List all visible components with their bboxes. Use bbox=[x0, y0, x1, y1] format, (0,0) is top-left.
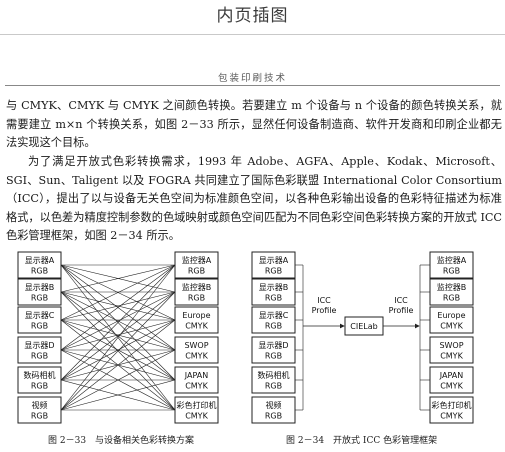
fig34-output-box-4 bbox=[429, 366, 474, 394]
fig33-link-5-2 bbox=[60, 319, 176, 411]
fig34-input-name-0: 显示器A bbox=[259, 256, 289, 265]
fig34-input-box-5 bbox=[251, 396, 296, 424]
fig33-input-box-2 bbox=[17, 306, 62, 334]
fig33-input-name-2: 显示器C bbox=[25, 311, 55, 320]
fig33-link-1-0 bbox=[60, 264, 176, 293]
fig34-output-box-3 bbox=[429, 336, 474, 364]
fig33-input-name-5: 视频 bbox=[32, 400, 48, 410]
fig34-output-name-3: SWOP bbox=[439, 341, 463, 350]
fig34-left-profile-line1: ICC bbox=[317, 296, 331, 305]
page-title: 内页插图 bbox=[216, 6, 289, 26]
fig33-input-box-0 bbox=[17, 251, 62, 279]
fig34-output-name-2: Europe bbox=[437, 311, 465, 320]
fig33-link-5-4 bbox=[60, 379, 176, 411]
fig33-output-name-5: 彩色打印机 bbox=[177, 400, 217, 410]
fig33-output-name-2: Europe bbox=[182, 311, 210, 320]
fig34-input-name-5: 视频 bbox=[266, 400, 282, 410]
fig33-input-space-5: RGB bbox=[31, 412, 48, 421]
fig33-input-space-4: RGB bbox=[31, 382, 48, 391]
fig34-input-box-1 bbox=[251, 278, 296, 306]
fig33-input-name-0: 显示器A bbox=[25, 256, 55, 265]
fig33-link-4-1 bbox=[60, 291, 176, 381]
fig34-input-space-2: RGB bbox=[265, 322, 282, 331]
title-divider bbox=[0, 34, 505, 35]
fig33-output-space-3: CMYK bbox=[185, 352, 208, 361]
fig33-output-space-1: RGB bbox=[188, 294, 205, 303]
fig33-output-name-3: SWOP bbox=[184, 341, 208, 350]
fig33-link-3-1 bbox=[60, 291, 176, 351]
fig34-input-space-5: RGB bbox=[265, 412, 282, 421]
paragraph-1: 与 CMYK、CMYK 与 CMYK 之间颜色转换。若要建立 m 个设备与 n … bbox=[6, 99, 502, 150]
fig33-input-name-4: 数码相机 bbox=[24, 370, 56, 380]
fig34-input-space-3: RGB bbox=[265, 352, 282, 361]
header-rule bbox=[5, 85, 500, 86]
fig33-input-name-3: 显示器D bbox=[24, 341, 54, 350]
fig34-caption: 图 2－34 开放式 ICC 色彩管理框架 bbox=[286, 434, 437, 446]
fig34-input-box-0 bbox=[251, 251, 296, 279]
fig34-right-profile-line2: Profile bbox=[389, 306, 414, 315]
fig33-link-4-2 bbox=[60, 319, 176, 381]
running-head: 包装印刷技术 bbox=[217, 73, 287, 84]
fig33-output-space-0: RGB bbox=[188, 267, 205, 276]
fig34-output-space-4: CMYK bbox=[440, 382, 463, 391]
fig34-input-space-1: RGB bbox=[265, 294, 282, 303]
fig33-caption: 图 2－33 与设备相关色彩转换方案 bbox=[48, 434, 194, 446]
fig33-output-name-0: 监控器A bbox=[182, 255, 212, 265]
fig34-left-profile-line2: Profile bbox=[312, 306, 337, 315]
fig34-output-space-5: CMYK bbox=[440, 412, 463, 421]
fig34-output-space-2: CMYK bbox=[440, 322, 463, 331]
fig34-output-box-5 bbox=[429, 396, 474, 424]
fig33-input-box-5 bbox=[17, 396, 62, 424]
fig34-output-box-1 bbox=[429, 278, 474, 306]
fig33-output-name-4: JAPAN bbox=[184, 371, 208, 380]
fig33-link-3-2 bbox=[60, 319, 176, 351]
fig34-output-name-4: JAPAN bbox=[439, 371, 463, 380]
fig34-input-space-0: RGB bbox=[265, 267, 282, 276]
fig33-input-space-0: RGB bbox=[31, 267, 48, 276]
fig34-right-profile-line1: ICC bbox=[394, 296, 408, 305]
fig34-input-space-4: RGB bbox=[265, 382, 282, 391]
paragraph-2: 为了满足开放式色彩转换需求，1993 年 Adobe、AGFA、Apple、Ko… bbox=[6, 155, 502, 243]
fig34-output-name-0: 监控器A bbox=[437, 255, 467, 265]
fig34-input-box-2 bbox=[251, 306, 296, 334]
fig33-link-5-1 bbox=[60, 291, 176, 411]
fig33-output-space-2: CMYK bbox=[185, 322, 208, 331]
fig33-input-name-1: 显示器B bbox=[25, 283, 55, 292]
fig34-hub-label: CIELab bbox=[350, 322, 377, 331]
fig34-output-box-2 bbox=[429, 306, 474, 334]
fig34-output-name-1: 监控器B bbox=[437, 282, 467, 292]
fig33-input-space-3: RGB bbox=[31, 352, 48, 361]
fig33-link-5-3 bbox=[60, 349, 176, 411]
fig33-output-box-5 bbox=[174, 396, 219, 424]
fig33-output-name-1: 监控器B bbox=[182, 282, 212, 292]
fig33-output-box-4 bbox=[174, 366, 219, 394]
fig33-input-box-1 bbox=[17, 278, 62, 306]
fig33-output-space-4: CMYK bbox=[185, 382, 208, 391]
fig34-output-space-1: RGB bbox=[443, 294, 460, 303]
fig34-input-box-4 bbox=[251, 366, 296, 394]
fig34-output-space-0: RGB bbox=[443, 267, 460, 276]
fig33-input-space-1: RGB bbox=[31, 294, 48, 303]
fig33-input-box-4 bbox=[17, 366, 62, 394]
fig34-input-name-1: 显示器B bbox=[259, 283, 289, 292]
fig33-output-space-5: CMYK bbox=[185, 412, 208, 421]
fig33-output-box-2 bbox=[174, 306, 219, 334]
fig33-link-2-1 bbox=[60, 291, 176, 321]
fig34-input-name-2: 显示器C bbox=[259, 311, 289, 320]
fig34-output-box-0 bbox=[429, 251, 474, 279]
fig33-link-2-0 bbox=[60, 264, 176, 321]
fig34-input-name-3: 显示器D bbox=[258, 341, 288, 350]
fig33-link-4-0 bbox=[60, 264, 176, 381]
fig34-input-name-4: 数码相机 bbox=[258, 370, 290, 380]
fig34-output-name-5: 彩色打印机 bbox=[432, 400, 472, 410]
fig34-output-space-3: CMYK bbox=[440, 352, 463, 361]
fig33-link-3-0 bbox=[60, 264, 176, 351]
fig33-link-5-0 bbox=[60, 264, 176, 411]
fig33-input-space-2: RGB bbox=[31, 322, 48, 331]
